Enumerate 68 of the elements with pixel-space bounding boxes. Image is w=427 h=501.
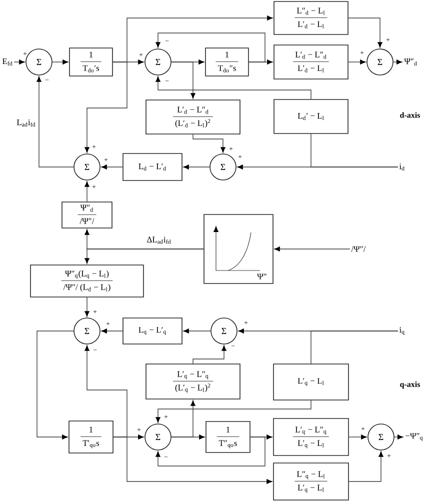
summing-junction: Σ [74,154,100,180]
signal-label: Ψ″$_{d}$ [404,58,417,66]
arrow [348,60,366,64]
summing-junction: Σ [144,48,172,76]
arrow [156,76,312,100]
gain-box: L$_{d}$ − L′$_{d}$ [122,153,182,181]
arrow [36,330,74,440]
arrow [183,164,210,170]
arrow [84,181,90,202]
summing-junction: Σ [210,154,236,180]
transfer-function-box: 1 T″$_{qo}$s [206,421,250,453]
gain-box: L$_{d}$′ − L$_{l}$ [274,99,348,134]
signal-label: /Ψ″/ [351,246,366,252]
signal-label: E$_{fd}$ [2,58,12,66]
arrow [84,248,204,264]
arrow [171,62,196,99]
arrow [348,434,367,440]
arrow [183,328,211,334]
transfer-function-box: 1 T$_{do}$′s [69,48,113,76]
arrow [84,62,128,153]
saturation-block: Ψ″ [204,214,274,284]
arrow [101,328,123,334]
section-label: d-axis [400,112,420,118]
arrow [237,164,398,170]
arrow [348,18,382,48]
arrow [348,451,384,482]
summing-junction: Σ [210,318,238,344]
arrow [156,436,266,466]
connector-line [310,330,398,364]
transfer-function-box: 1 T′$_{qo}$s [68,420,114,454]
transfer-function-box: L″$_{q}$ − L$_{l}$ L′$_{q}$ − L$_{l}$ [273,462,349,500]
edge-label: L$_{ad}$i$_{fd}$ [16,118,37,128]
transfer-function-box: L″$_{d}$ − L$_{l}$ L′$_{d}$ − L$_{l}$ [274,1,348,35]
arrow [192,345,226,364]
arrow [84,297,90,317]
signal-label: i$_{q}$ [399,327,404,335]
arrow [192,134,226,153]
signal-label: i$_{d}$ [399,163,404,171]
edge-label: ΔL$_{ad}$i$_{fd}$ [146,236,172,245]
summing-junction: Σ [368,424,394,450]
arrow [274,246,350,252]
transfer-function-box: L′$_{q}$ − L″$_{q}$ L′$_{q}$ − L$_{l}$ [273,418,349,456]
arrow [156,400,312,423]
arrow [101,164,123,170]
arrow [393,60,402,64]
summing-junction: Σ [366,48,394,76]
transfer-function-box: L′$_{d}$ − L″$_{d}$ (L′$_{d}$ − L$_{l}$)$^{2}$ [146,100,240,134]
transfer-function-box: Ψ″$_{d}$ /Ψ″/ [62,202,112,228]
section-label: q-axis [400,381,420,389]
arrow [248,60,273,64]
arrow [14,60,25,64]
transfer-function-box: L′$_{d}$ − L″$_{d}$ L′$_{d}$ − L$_{l}$ [274,44,348,80]
arrow [52,60,68,64]
arrow [394,434,404,440]
arrow [113,436,272,484]
arrow [84,345,128,438]
transfer-function-box: 1 T$_{do}$″s [205,48,249,76]
gain-box: L′$_{q}$ − L$_{l}$ [273,364,349,400]
transfer-function-box: L′$_{q}$ − L″$_{q}$ (L′$_{q}$ − L$_{l}$)$^{2}$ [146,364,240,400]
arrow [171,400,196,438]
summing-junction: Σ [144,424,172,450]
transfer-function-box: Ψ″$_{q}$(L$_{q}$ − L$_{l}$) /Ψ″/ (L$_{d}$ − L$_{l}$) [30,264,144,298]
signal-label: −Ψ″$_{q}$ [406,433,423,441]
summing-junction: Σ [74,318,100,344]
arrow [36,76,74,168]
summing-junction: Σ [26,48,52,76]
gain-box: L$_{q}$ − L′$_{q}$ [122,318,182,344]
arrow [156,32,266,62]
